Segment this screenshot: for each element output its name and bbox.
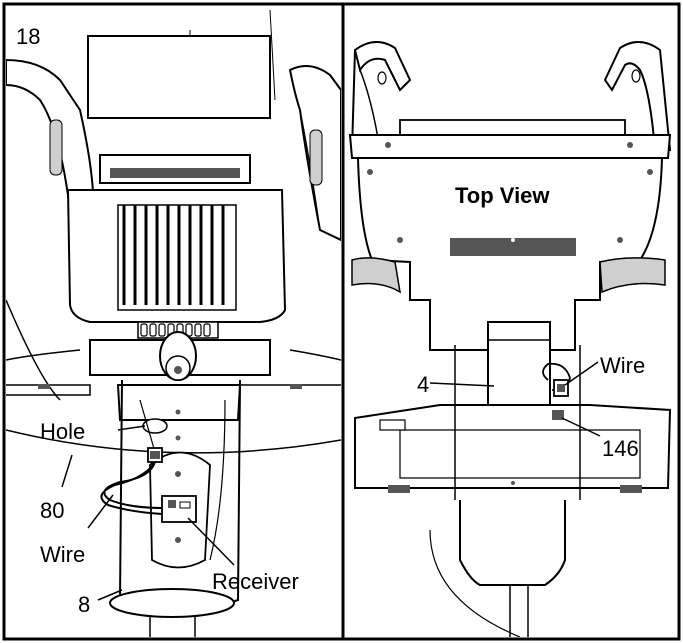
label-part-80: 80 (40, 498, 64, 523)
console-slot (450, 238, 576, 256)
label-part-8: 8 (78, 592, 90, 617)
fan-grille (117, 204, 237, 311)
label-wire-left: Wire (40, 542, 85, 567)
label-part-4: 4 (417, 372, 429, 397)
label-part-146: 146 (602, 436, 639, 461)
right-panel-drawing: Top View Wire 4 146 (348, 41, 672, 637)
receiver-unit (161, 495, 197, 523)
left-panel-drawing: 18 Hole 80 Wire Receiver 8 (6, 9, 341, 637)
label-receiver: Receiver (212, 569, 299, 594)
console-screen (87, 35, 271, 119)
label-wire-right: Wire (600, 353, 645, 378)
label-hole: Hole (40, 419, 85, 444)
view-title: Top View (455, 183, 550, 208)
step-number: 18 (16, 24, 40, 49)
